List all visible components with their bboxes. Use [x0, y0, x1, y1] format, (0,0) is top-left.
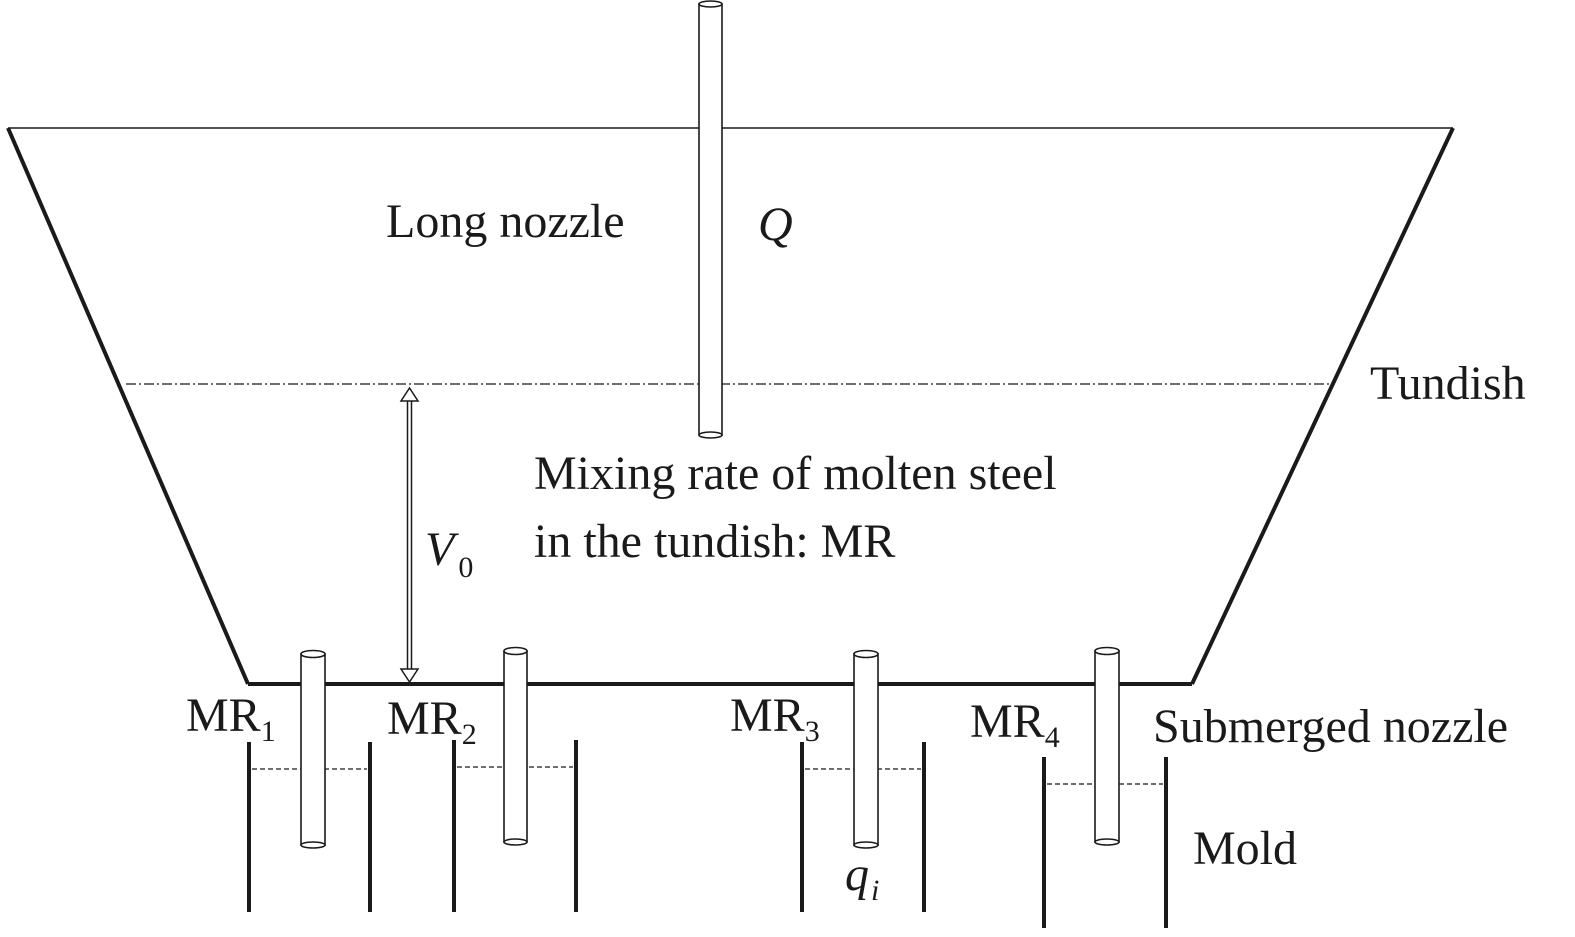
- long-nozzle-label: Long nozzle: [386, 195, 625, 248]
- strand-flow-symbol: q: [845, 848, 869, 901]
- strand-flow-subscript: i: [871, 874, 879, 907]
- strand-flow-label: qi: [845, 848, 879, 907]
- volume-subscript: 0: [458, 551, 473, 584]
- submerged-nozzle-label: Submerged nozzle: [1153, 700, 1508, 753]
- long-nozzle: [698, 0, 723, 439]
- tundish-right-wall: [1190, 127, 1455, 685]
- mixing-rate-label-line2: in the tundish: MR: [534, 515, 895, 568]
- strand-label-3: MR3: [730, 689, 820, 748]
- tundish-left-wall: [6, 127, 250, 685]
- volume-arrow: [399, 386, 420, 684]
- submerged-nozzle-3: [853, 649, 879, 849]
- submerged-nozzle-1: [300, 649, 326, 849]
- submerged-nozzle-4: [1094, 646, 1120, 846]
- strand-label-4: MR4: [970, 695, 1060, 754]
- strand-label-1: MR1: [186, 689, 276, 748]
- tundish-label: Tundish: [1370, 357, 1526, 410]
- mold-label: Mold: [1193, 822, 1297, 875]
- flow-rate-label: Q: [758, 198, 793, 251]
- strand-label-2: MR2: [387, 692, 477, 751]
- submerged-nozzle-2: [503, 646, 528, 846]
- mixing-rate-label-line1: Mixing rate of molten steel: [534, 447, 1057, 500]
- volume-symbol: V: [425, 523, 459, 576]
